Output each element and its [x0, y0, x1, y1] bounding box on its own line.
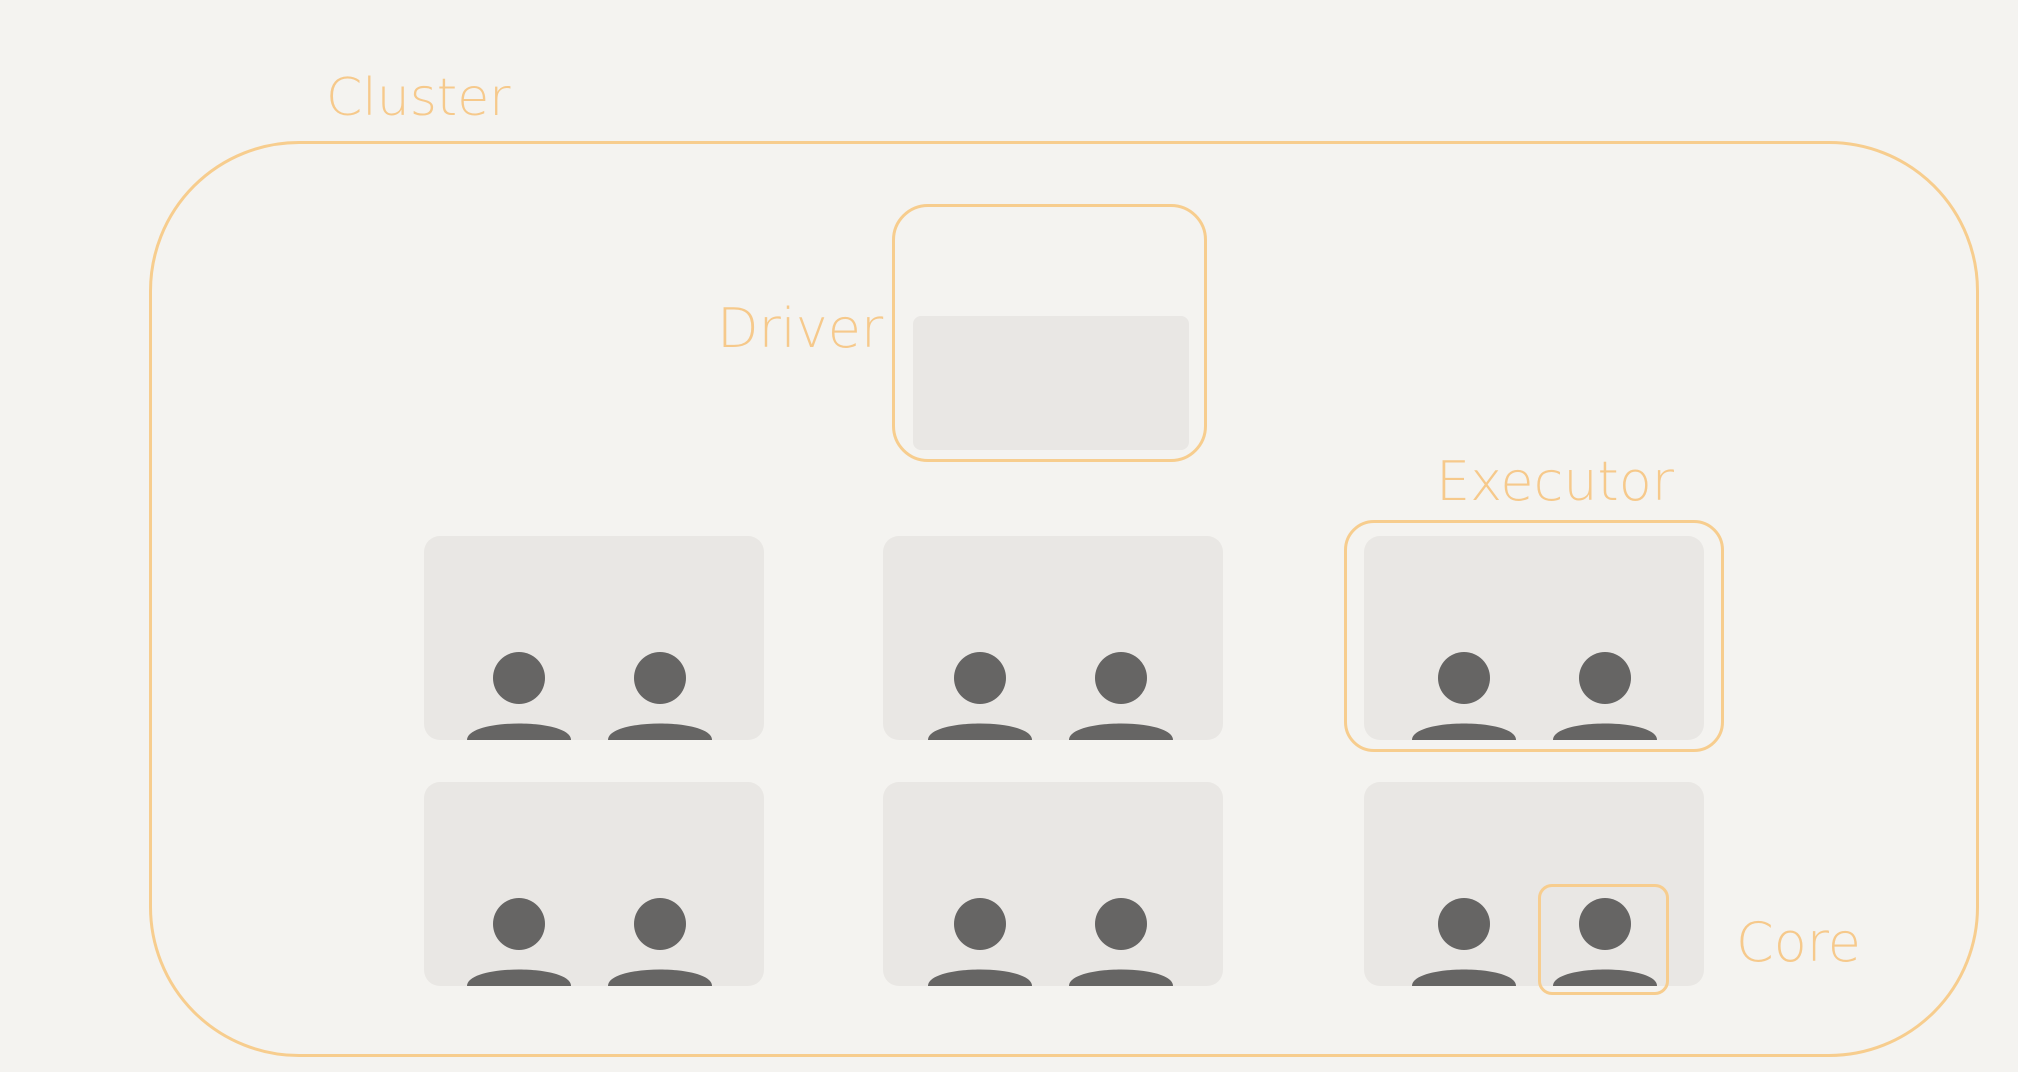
- executor-node-5: [883, 782, 1223, 986]
- driver-outline: [892, 204, 1207, 462]
- core-slot: [1553, 646, 1657, 740]
- cluster-boundary: [149, 141, 1979, 1057]
- cluster-label: Cluster: [326, 68, 511, 128]
- driver-label: Driver: [717, 297, 884, 360]
- executor-highlight: [1344, 520, 1724, 752]
- core-slot: [608, 892, 712, 986]
- core-slot: [1069, 892, 1173, 986]
- core-slot: [928, 646, 1032, 740]
- person-icon: [467, 652, 571, 740]
- person-icon: [1069, 898, 1173, 986]
- person-icon: [1412, 898, 1516, 986]
- person-icon: [608, 898, 712, 986]
- executor-node-2: [883, 536, 1223, 740]
- core-slot: [467, 646, 571, 740]
- person-icon: [1553, 898, 1657, 986]
- driver-node: [913, 316, 1189, 450]
- core-slot: [1412, 892, 1516, 986]
- executor-label: Executor: [1436, 450, 1674, 513]
- person-icon: [1553, 652, 1657, 740]
- executor-node-1: [424, 536, 764, 740]
- person-icon: [467, 898, 571, 986]
- person-icon: [928, 652, 1032, 740]
- core-slot: [928, 892, 1032, 986]
- person-icon: [928, 898, 1032, 986]
- core-highlight: [1538, 884, 1669, 995]
- core-slot: [1412, 646, 1516, 740]
- executor-node-3: [1364, 536, 1704, 740]
- core-slot: [1553, 892, 1657, 986]
- core-slot: [608, 646, 712, 740]
- core-slot: [1069, 646, 1173, 740]
- person-icon: [1412, 652, 1516, 740]
- person-icon: [608, 652, 712, 740]
- executor-node-4: [424, 782, 764, 986]
- core-slot: [467, 892, 571, 986]
- person-icon: [1069, 652, 1173, 740]
